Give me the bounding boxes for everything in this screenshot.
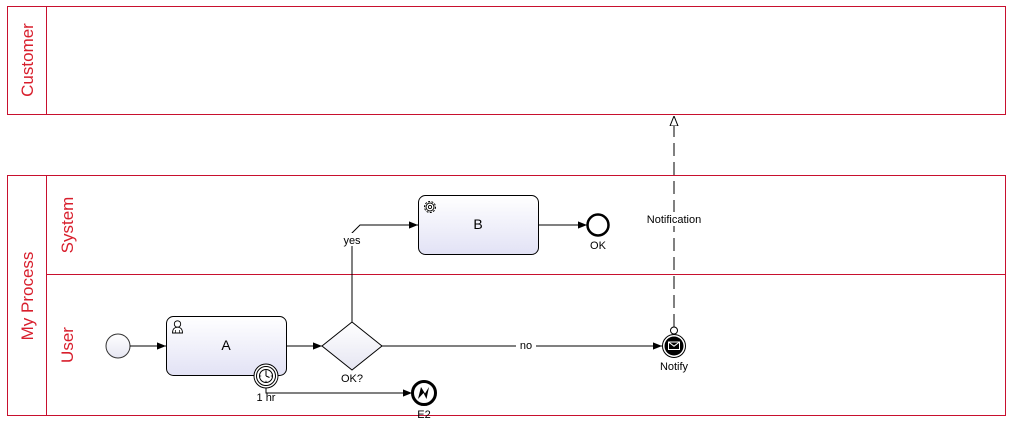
gear-icon [424,201,436,213]
e2-label: E2 [417,409,430,421]
customer-pool-label: Customer [18,23,37,97]
user-icon [172,320,183,334]
lane-user-label: User [58,327,77,363]
flow-no-label: no [520,340,532,352]
ok-label: OK [590,240,607,252]
start-event[interactable] [105,333,131,359]
task-b-label: B [473,216,482,232]
clock-icon [259,369,273,383]
timer-label: 1 hr [257,392,276,404]
end-event-ok[interactable] [586,213,610,237]
gateway-label: OK? [341,373,363,385]
process-pool-label: My Process [18,252,37,341]
customer-pool[interactable]: Customer [7,6,1006,115]
lane-system[interactable]: System [46,175,1006,275]
notification-label: Notification [647,214,701,226]
exclusive-gateway[interactable] [321,321,383,371]
message-flow-origin [670,326,678,335]
notify-message-event[interactable] [662,334,686,358]
lightning-icon [418,387,429,399]
lane-system-label: System [58,197,77,254]
flow-timer-to-e2[interactable] [265,388,412,397]
task-a[interactable]: A [166,316,287,376]
task-b[interactable]: B [418,195,539,255]
flow-yes[interactable] [351,221,418,322]
flow-yes-label: yes [343,235,361,247]
error-end-event-e2[interactable] [411,380,437,406]
envelope-icon [668,341,680,350]
timer-boundary-event[interactable] [253,363,279,389]
lane-user[interactable]: User [58,327,77,363]
notify-label: Notify [660,361,689,373]
task-a-label: A [221,337,231,353]
